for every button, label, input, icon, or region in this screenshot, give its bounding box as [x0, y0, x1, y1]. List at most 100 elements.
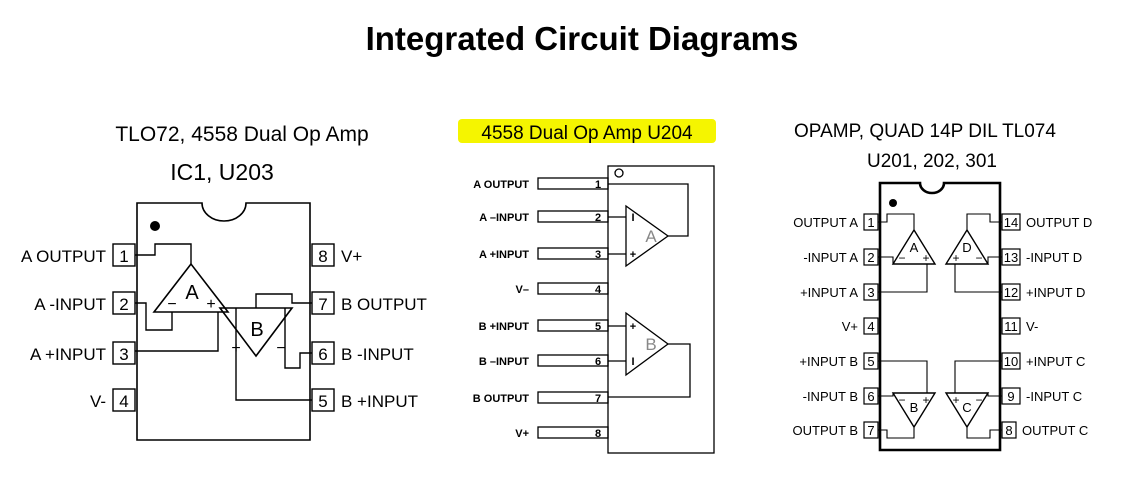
- left-wire-b-plus: [235, 308, 312, 401]
- right-wire-a-plus: [878, 264, 928, 293]
- middle-pin-num-3: 3: [595, 249, 601, 261]
- right-pin-num-8: 8: [1005, 423, 1012, 438]
- left-pin-label-5: B +INPUT: [341, 392, 418, 411]
- left-wire-a-output: [135, 243, 192, 264]
- right-pin-label-12: +INPUT D: [1026, 285, 1085, 300]
- right-opamp-a-label: A: [910, 240, 919, 255]
- right-wire-a-minus: [878, 256, 894, 264]
- middle-pin-label-1: A OUTPUT: [473, 179, 529, 191]
- right-pin-label-8: OUTPUT C: [1022, 423, 1088, 438]
- right-opamp-b-minus: −: [898, 393, 905, 407]
- middle-pin-label-8: V+: [515, 428, 529, 440]
- left-pin-label-6: B -INPUT: [341, 345, 414, 364]
- left-pin-label-4: V-: [90, 392, 106, 411]
- right-pin-num-7: 7: [867, 423, 874, 438]
- right-opamp-a-symbol: [891, 228, 937, 265]
- middle-pin-num-8: 8: [595, 428, 601, 440]
- middle-opamp-a-label: A: [645, 227, 657, 246]
- middle-pin-label-7: B OUTPUT: [473, 393, 530, 405]
- right-opamp-c-symbol: [944, 392, 990, 429]
- left-title-line2: IC1, U203: [170, 159, 274, 185]
- right-pin-label-7: OUTPUT B: [793, 423, 859, 438]
- right-pin-num-6: 6: [867, 389, 874, 404]
- middle-pin-label-4: V–: [516, 284, 529, 296]
- left-pin-num-4: 4: [119, 392, 128, 411]
- right-pin-num-1: 1: [867, 215, 874, 230]
- right-wire-c-plus: [954, 360, 1002, 393]
- left-pin-label-3: A +INPUT: [30, 345, 106, 364]
- right-wire-c-minus: [987, 393, 1002, 397]
- left-opamp-b-plus: +: [231, 340, 240, 357]
- right-wire-c-output: [966, 427, 1002, 439]
- left-wire-b-minus: [284, 308, 312, 369]
- left-text-layer: 1 2 3 4 5 6 7 8 A OUTPUT A -INPUT A +INP…: [21, 247, 427, 411]
- left-pin-label-1: A OUTPUT: [21, 247, 106, 266]
- right-pin-label-6: -INPUT B: [803, 389, 858, 404]
- left-title-line1: TLO72, 4558 Dual Op Amp: [115, 123, 368, 146]
- right-pin-num-14: 14: [1004, 215, 1018, 230]
- left-pin-box-3: [112, 341, 136, 365]
- right-opamp-c-minus: −: [975, 393, 982, 407]
- right-opamp-c-label: C: [962, 400, 971, 415]
- right-pin-num-4: 4: [867, 319, 874, 334]
- left-pin-num-3: 3: [119, 345, 128, 364]
- right-pin-label-5: +INPUT B: [799, 354, 858, 369]
- left-pin-num-8: 8: [318, 247, 327, 266]
- left-wire-b-output: [255, 293, 312, 308]
- left-pin-label-2: A -INPUT: [34, 295, 106, 314]
- left-opamp-a-plus: +: [206, 296, 215, 313]
- right-pin1-dot: [889, 199, 897, 207]
- right-opamp-a-plus: +: [922, 251, 929, 265]
- left-pin-num-1: 1: [119, 247, 128, 266]
- right-wire-b-minus: [878, 393, 894, 397]
- right-pin-num-11: 11: [1004, 319, 1018, 334]
- left-wire-a-minus: [135, 302, 173, 331]
- right-opamp-b-plus: +: [922, 393, 929, 407]
- left-pin-num-2: 2: [119, 295, 128, 314]
- right-wire-b-output: [878, 427, 915, 439]
- left-pin1-dot: [150, 221, 160, 231]
- left-opamp-b-minus: −: [276, 340, 285, 357]
- left-ic-body: [136, 202, 311, 441]
- right-ic-diagram: OPAMP, QUAD 14P DIL TL074 U201, 202, 301: [794, 121, 1056, 452]
- right-pin-label-1: OUTPUT A: [793, 215, 858, 230]
- middle-pin-label-5: B +INPUT: [479, 321, 530, 333]
- left-pin-num-6: 6: [318, 345, 327, 364]
- middle-opamp-a-plus: +: [630, 249, 636, 261]
- right-pin-boxes: [863, 213, 1021, 439]
- right-pin-num-9: 9: [1007, 389, 1014, 404]
- middle-opamp-b-plus: +: [630, 321, 636, 333]
- middle-pin-num-1: 1: [595, 179, 601, 191]
- right-opamp-d-plus: +: [952, 251, 959, 265]
- middle-wire-a-output: [608, 183, 689, 237]
- right-pin-num-13: 13: [1004, 250, 1018, 265]
- middle-title-highlight: [458, 119, 716, 143]
- left-ic-diagram: TLO72, 4558 Dual Op Amp IC1, U203: [112, 123, 369, 441]
- right-wire-d-minus: [987, 256, 1002, 264]
- right-wire-b-plus: [878, 360, 928, 393]
- right-opamp-b-label: B: [910, 400, 919, 415]
- left-pin-label-7: B OUTPUT: [341, 295, 427, 314]
- right-wire-a-output: [878, 213, 915, 230]
- middle-opamp-b-label: B: [645, 335, 656, 354]
- right-pin-label-9: -INPUT C: [1026, 389, 1082, 404]
- right-pin-label-3: +INPUT A: [800, 285, 858, 300]
- right-opamp-b-symbol: [891, 392, 937, 429]
- right-pin-num-12: 12: [1004, 285, 1018, 300]
- left-opamp-b-label: B: [250, 319, 263, 341]
- middle-pin-num-6: 6: [595, 356, 601, 368]
- right-opamp-d-symbol: [944, 228, 990, 265]
- left-pin-box-8: [311, 243, 335, 267]
- middle-ic-body: [607, 165, 715, 454]
- right-pin-label-2: -INPUT A: [803, 250, 858, 265]
- right-text-layer: OUTPUT A -INPUT A +INPUT A V+ +INPUT B -…: [793, 215, 1093, 438]
- middle-title: 4558 Dual Op Amp U204: [481, 123, 693, 144]
- left-pin-label-8: V+: [341, 247, 362, 266]
- left-opamp-a-symbol: [152, 262, 230, 313]
- right-ic-body: [878, 181, 1002, 452]
- left-pin-box-4: [112, 388, 136, 412]
- page-title: Integrated Circuit Diagrams: [366, 20, 799, 57]
- right-pin-label-10: +INPUT C: [1026, 354, 1085, 369]
- right-pin-label-11: V-: [1026, 319, 1038, 334]
